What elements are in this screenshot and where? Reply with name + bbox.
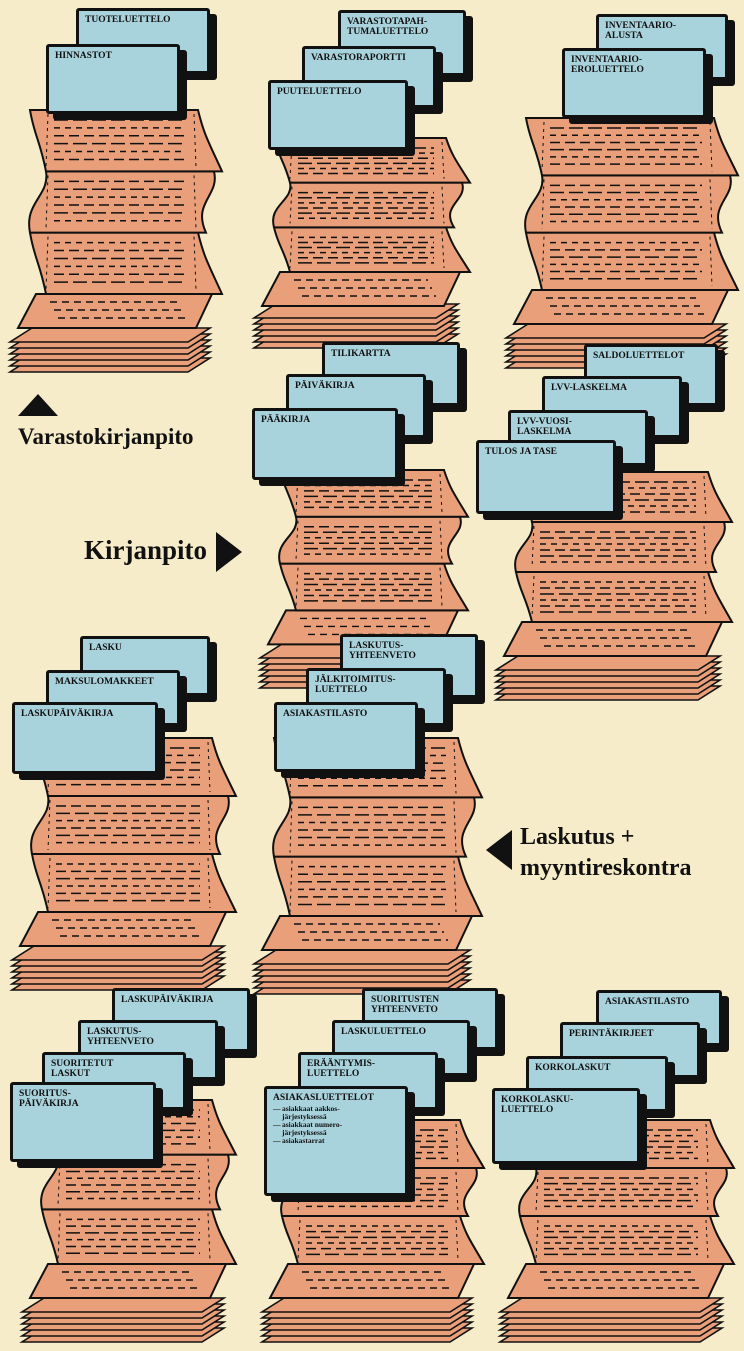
tab-korkolaskuluettelo: KORKOLASKU- LUETTELO xyxy=(492,1088,640,1164)
